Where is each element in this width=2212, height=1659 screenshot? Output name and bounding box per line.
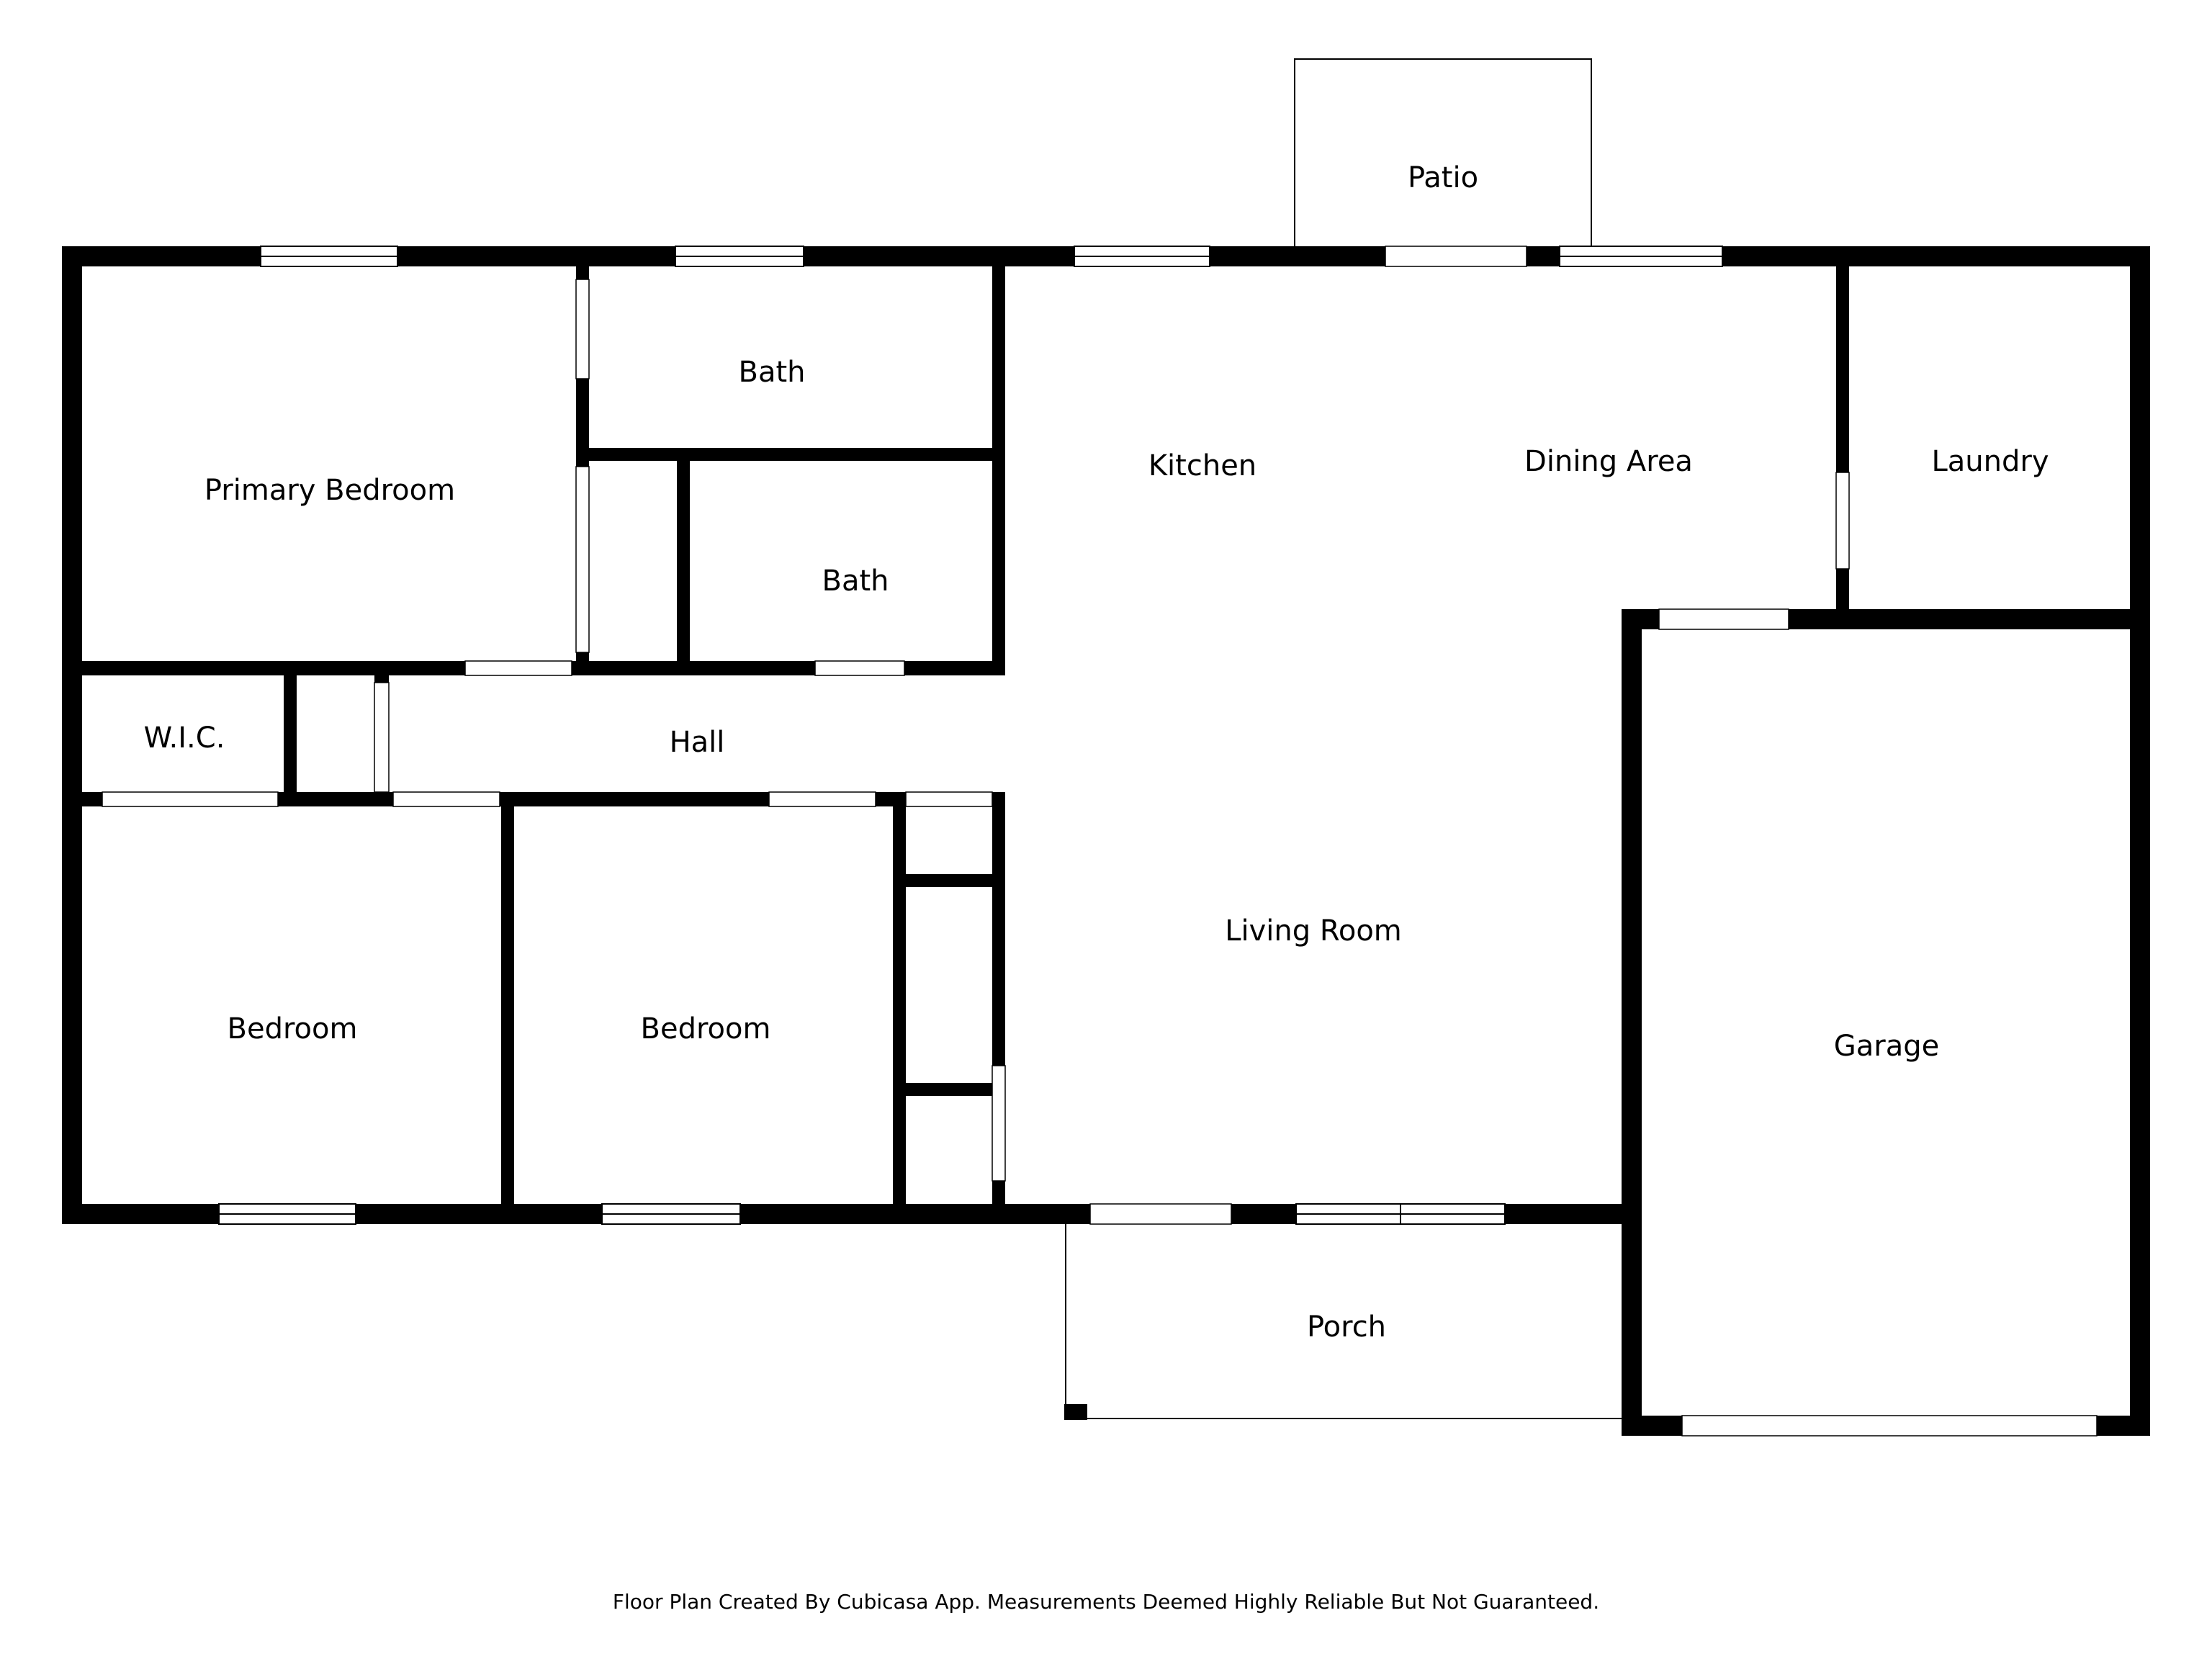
- room-label-patio: Patio: [1408, 161, 1478, 194]
- door-openings: [102, 246, 2098, 1437]
- room-label-porch: Porch: [1307, 1310, 1386, 1344]
- room-label-bath: Bath: [739, 356, 806, 389]
- room-label-primary-bedroom: Primary Bedroom: [204, 474, 455, 507]
- windows: [218, 246, 1723, 1225]
- room-label-living-room: Living Room: [1225, 914, 1402, 948]
- room-label-bedroom: Bedroom: [641, 1012, 771, 1046]
- room-label-hall: Hall: [670, 726, 725, 759]
- walls: [62, 246, 2150, 1436]
- room-label-garage: Garage: [1834, 1030, 1939, 1063]
- room-label-bedroom: Bedroom: [228, 1012, 358, 1046]
- room-label-kitchen: Kitchen: [1148, 449, 1256, 482]
- room-label-dining-area: Dining Area: [1524, 445, 1693, 478]
- room-labels: Patio Primary Bedroom Bath Bath Kitchen …: [144, 161, 2049, 1344]
- footer-disclaimer: Floor Plan Created By Cubicasa App. Meas…: [613, 1590, 1599, 1614]
- porch-outline: [1065, 1224, 1622, 1419]
- room-label-wic: W.I.C.: [144, 721, 225, 755]
- room-label-laundry: Laundry: [1931, 445, 2049, 478]
- room-label-bath: Bath: [822, 565, 889, 598]
